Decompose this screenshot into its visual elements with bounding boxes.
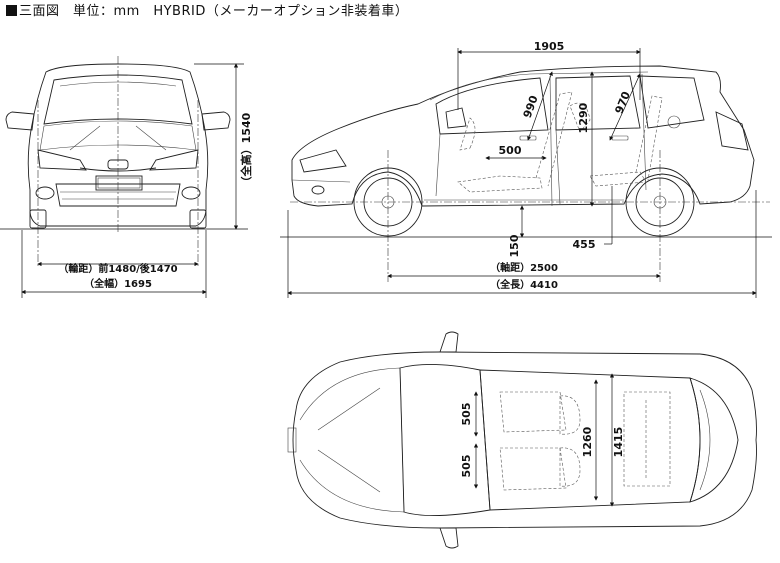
- front-seat-width-value: 505: [460, 403, 473, 426]
- front-view: （全高）1540 （輪距）前1480/後1470 （全幅）1695: [0, 56, 253, 298]
- step-height-value: 455: [573, 238, 596, 251]
- front-headroom-value: 990: [521, 93, 541, 119]
- rear-seat-width-value: 505: [460, 455, 473, 478]
- rear-headroom-value: 970: [612, 89, 633, 115]
- wheelbase-label: （軸距）2500: [490, 261, 558, 274]
- overall-length-label: （全長）4410: [490, 278, 558, 291]
- top-view: 505 505 1260 1415: [287, 331, 757, 549]
- tread-label: （輪距）前1480/後1470: [58, 262, 177, 275]
- overall-width-label: （全幅）1695: [84, 277, 152, 290]
- page-title: 三面図 単位：mm HYBRID（メーカーオプション非装着車）: [6, 0, 408, 19]
- ground-clearance-value: 150: [508, 234, 521, 257]
- overall-height-label: （全高）1540: [239, 112, 253, 187]
- cabin-height-value: 1290: [577, 102, 590, 133]
- square-bullet-icon: [6, 5, 17, 16]
- seat-offset-value: 500: [499, 144, 522, 157]
- page-title-text: 三面図 単位：mm HYBRID（メーカーオプション非装着車）: [19, 4, 409, 19]
- rear-interior-width-value: 1415: [612, 427, 625, 458]
- front-interior-width-value: 1260: [581, 426, 594, 457]
- interior-length-value: 1905: [534, 40, 565, 53]
- side-view: 1905 990 970 1290 500 150 455 （軸距）2500 （…: [280, 40, 772, 298]
